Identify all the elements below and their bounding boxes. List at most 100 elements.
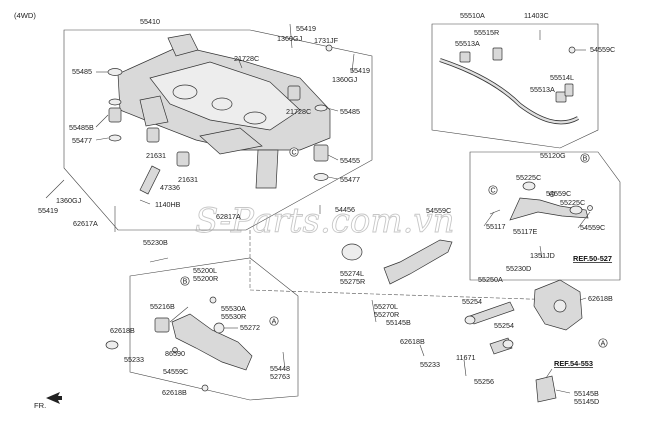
svg-text:C: C bbox=[291, 150, 296, 157]
part-label: 55250A bbox=[478, 275, 503, 284]
leader-lines bbox=[95, 49, 591, 394]
part-label: 55477 bbox=[72, 136, 92, 145]
part-label: 1360GJ bbox=[332, 75, 358, 84]
callout-marker: C bbox=[289, 147, 299, 157]
callout-marker: B bbox=[180, 276, 190, 286]
part-label: 54559C bbox=[580, 223, 605, 232]
part-label: 55419 bbox=[350, 66, 370, 75]
part-label: 55515R bbox=[474, 28, 499, 37]
part-label: 62618B bbox=[110, 326, 135, 335]
part-label: 55233 bbox=[124, 355, 144, 364]
part-label: 55514L bbox=[550, 73, 574, 82]
part-label: 55510A bbox=[460, 11, 485, 20]
stabilizer-bar-part bbox=[439, 30, 579, 125]
part-label: 1140HB bbox=[155, 200, 181, 209]
svg-text:C: C bbox=[490, 188, 495, 195]
part-label: 1360GJ bbox=[56, 196, 82, 205]
front-arrow-icon bbox=[46, 392, 62, 404]
part-label: 1351JD bbox=[530, 251, 555, 260]
part-label: 55513A bbox=[455, 39, 480, 48]
part-label: 55530R bbox=[221, 312, 246, 321]
part-label: 62618B bbox=[588, 294, 613, 303]
part-label: 55233 bbox=[420, 360, 440, 369]
part-label: 55216B bbox=[150, 302, 175, 311]
svg-text:B: B bbox=[183, 279, 188, 286]
part-label: 55274L bbox=[340, 269, 364, 278]
part-label: 55120G bbox=[540, 151, 566, 160]
part-label: 55230D bbox=[506, 264, 531, 273]
part-label: 54559C bbox=[590, 45, 615, 54]
part-label: 62618B bbox=[400, 337, 425, 346]
part-label: 55272 bbox=[240, 323, 260, 332]
crossmember-frame bbox=[63, 29, 373, 231]
part-label: 21728C bbox=[286, 107, 311, 116]
part-label: 55256 bbox=[474, 377, 494, 386]
trailing-arm-part bbox=[105, 296, 286, 392]
part-label: 55117E bbox=[513, 227, 537, 236]
part-label: 55448 bbox=[270, 364, 290, 373]
part-label: 62817A bbox=[216, 212, 241, 221]
callout-marker: B bbox=[580, 153, 590, 163]
part-label: 55270L bbox=[374, 302, 398, 311]
part-label: 21631 bbox=[178, 175, 198, 184]
part-label: 55117 bbox=[486, 222, 505, 231]
svg-text:B: B bbox=[583, 156, 588, 163]
part-label: 62618B bbox=[162, 388, 187, 397]
part-label: 55225C bbox=[516, 173, 541, 182]
bushing-parts bbox=[45, 23, 355, 232]
part-label: 55145B bbox=[574, 389, 599, 398]
part-label: 55254 bbox=[462, 297, 482, 306]
part-label: 55270R bbox=[374, 310, 399, 319]
part-label: 11403C bbox=[524, 11, 549, 20]
ref-label: REF.54-553 bbox=[554, 359, 593, 368]
callout-marker: A bbox=[598, 338, 608, 348]
front-label: FR. bbox=[34, 401, 46, 410]
part-label: 47336 bbox=[160, 183, 180, 192]
part-label: 55200R bbox=[193, 274, 218, 283]
part-label: 21728C bbox=[234, 54, 259, 63]
ref-label: REF.50-527 bbox=[573, 254, 612, 263]
part-label: 55455 bbox=[340, 156, 360, 165]
leader-dashed bbox=[249, 289, 561, 301]
crossmember-part bbox=[117, 33, 331, 189]
part-label: 11671 bbox=[456, 353, 475, 362]
callout-marker: C bbox=[488, 185, 498, 195]
part-label: 55530A bbox=[221, 304, 246, 313]
part-label: 55485 bbox=[340, 107, 360, 116]
part-label: 55225C bbox=[560, 198, 585, 207]
part-label: 55410 bbox=[140, 17, 160, 26]
part-label: 21631 bbox=[146, 151, 166, 160]
svg-text:A: A bbox=[601, 341, 606, 348]
part-label: 1360GJ bbox=[277, 34, 303, 43]
part-label: 55485B bbox=[69, 123, 94, 132]
part-label: 54559C bbox=[426, 206, 451, 215]
part-label: 55419 bbox=[38, 206, 58, 215]
part-labels: 55410 55419 1360GJ 1731JF 55419 1360GJ 2… bbox=[38, 11, 615, 406]
part-label: 52763 bbox=[270, 372, 290, 381]
knuckle-part bbox=[419, 279, 583, 403]
trailing-arm-frame bbox=[129, 257, 299, 401]
variant-label: (4WD) bbox=[14, 11, 36, 20]
svg-text:A: A bbox=[272, 319, 277, 326]
callout-markers: C B A C B A bbox=[180, 147, 608, 348]
part-label: 54559C bbox=[546, 189, 571, 198]
part-label: 55275R bbox=[340, 277, 365, 286]
part-label: 55230B bbox=[143, 238, 168, 247]
part-label: 62617A bbox=[73, 219, 98, 228]
stabilizer-frame bbox=[431, 23, 599, 149]
part-label: 55513A bbox=[530, 85, 555, 94]
part-label: 54456 bbox=[335, 205, 355, 214]
watermark-text: S-Parts.com.vn bbox=[195, 201, 454, 241]
upper-arm-part bbox=[489, 181, 593, 259]
part-label: 55477 bbox=[340, 175, 360, 184]
part-label: 55145D bbox=[574, 397, 599, 406]
part-label: 55254 bbox=[494, 321, 514, 330]
part-label: 55485 bbox=[72, 67, 92, 76]
part-label: 1731JF bbox=[314, 36, 339, 45]
part-label: 55200L bbox=[193, 266, 217, 275]
part-label: 55145B bbox=[386, 318, 411, 327]
part-label: 54559C bbox=[163, 367, 188, 376]
part-label: 55419 bbox=[296, 24, 316, 33]
upper-arm-frame bbox=[469, 151, 621, 281]
callout-marker: A bbox=[269, 316, 279, 326]
